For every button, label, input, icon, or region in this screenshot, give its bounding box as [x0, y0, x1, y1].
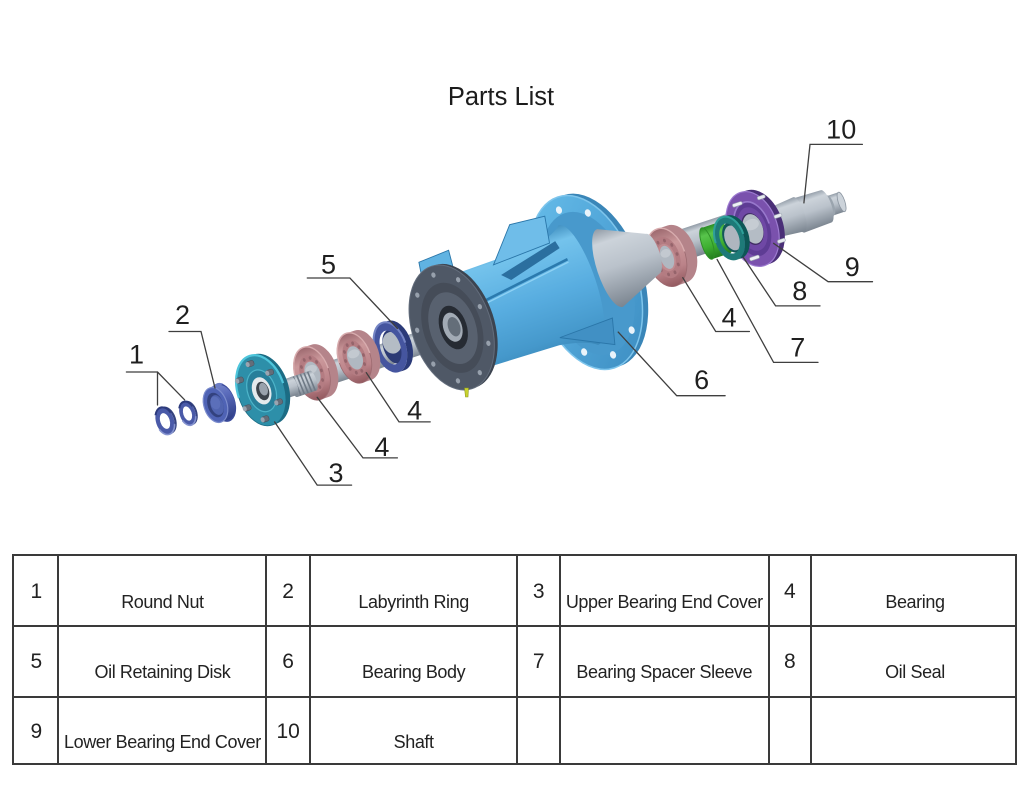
svg-text:9: 9: [845, 252, 860, 282]
svg-text:6: 6: [694, 365, 709, 395]
svg-text:4: 4: [374, 432, 389, 462]
svg-text:8: 8: [792, 276, 807, 306]
svg-text:4: 4: [407, 396, 422, 426]
svg-text:10: 10: [826, 115, 856, 145]
svg-text:4: 4: [722, 302, 737, 332]
svg-text:1: 1: [129, 339, 144, 369]
svg-text:Parts List: Parts List: [448, 83, 554, 111]
svg-text:5: 5: [321, 250, 336, 280]
svg-text:2: 2: [175, 300, 190, 330]
svg-text:7: 7: [790, 333, 805, 363]
svg-text:3: 3: [328, 458, 343, 488]
